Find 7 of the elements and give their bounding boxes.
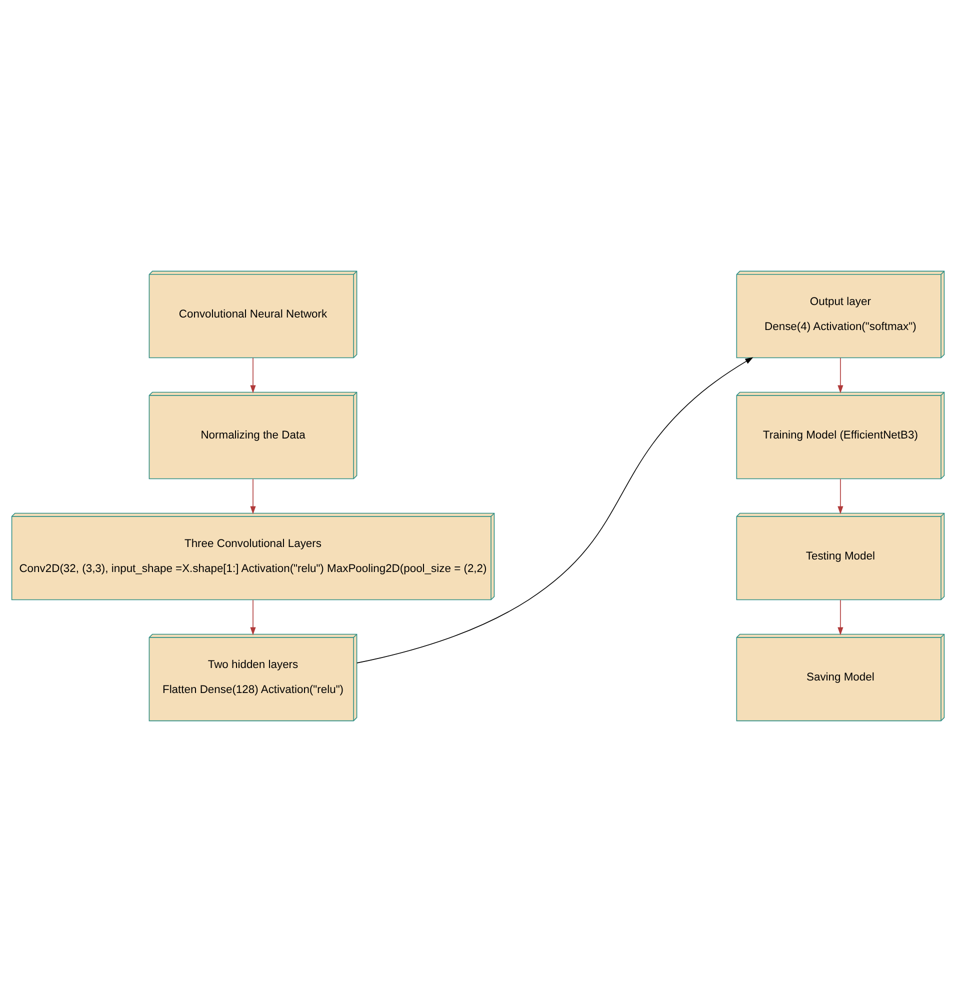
arrow <box>838 478 844 514</box>
arrow <box>250 358 256 394</box>
arrow <box>250 478 256 514</box>
arrow <box>838 358 844 394</box>
arrow <box>356 357 754 664</box>
arrow <box>838 600 844 636</box>
arrow <box>250 600 256 636</box>
